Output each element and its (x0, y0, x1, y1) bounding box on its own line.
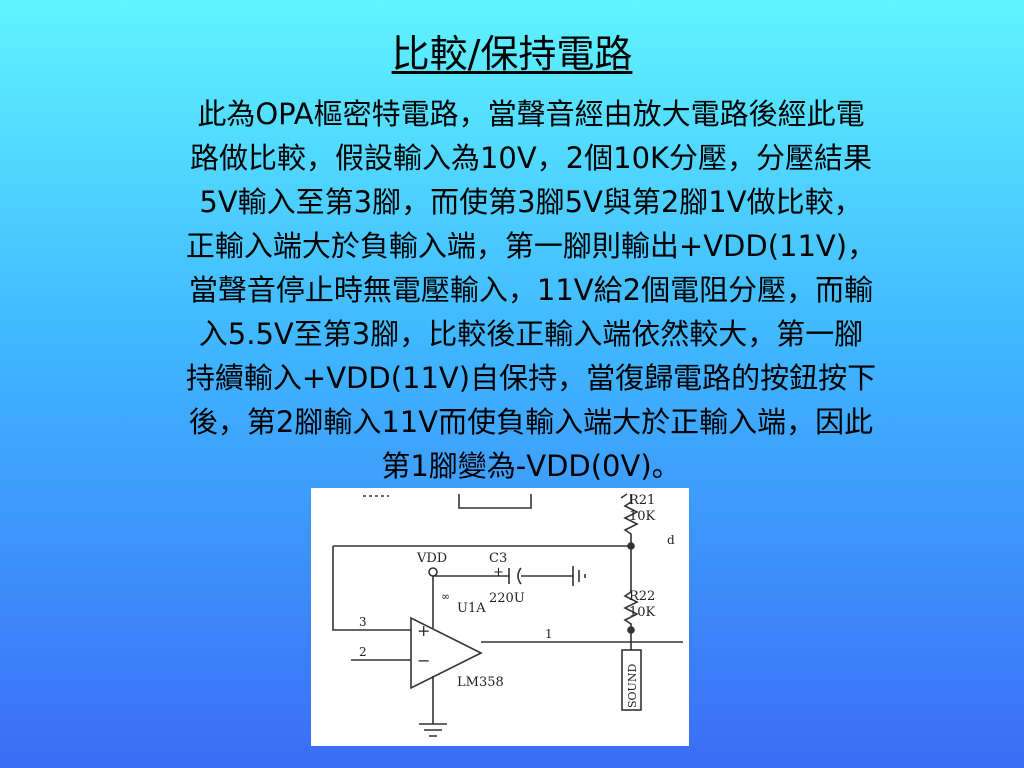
slide-title: 比較/保持電路 (391, 32, 633, 76)
r21-resistor (623, 494, 639, 546)
body-line: 入5.5V至第3腳，比較後正輸入端依然較大，第一腳 (198, 317, 864, 351)
body-line: 當聲音停止時無電壓輸入，11V給2個電阻分壓，而輸 (188, 273, 874, 307)
cap-plate-2 (517, 567, 522, 585)
sound-connector (621, 649, 642, 711)
cap-plus: + (493, 565, 504, 580)
vdd-terminal (428, 567, 438, 577)
top-box-fragment (458, 494, 532, 509)
r22-resistor (623, 546, 639, 630)
circuit-schematic: R21 10K R22 10K VDD C3 + 220U ∞ U1A LM35… (332, 493, 683, 737)
r21-name: R21 (629, 493, 655, 508)
cap-ground (572, 566, 586, 586)
side-mark: d (667, 533, 675, 547)
cap-value: 220U (489, 591, 525, 606)
plus-sign: + (417, 621, 430, 640)
pin2-label: 2 (359, 645, 367, 659)
body-line: 正輸入端大於負輸入端，第一腳則輸出+VDD(11V)， (185, 229, 877, 263)
body-line: 後，第2腳輸入11V而使負輸入端大於正輸入端，因此 (188, 405, 874, 439)
body-line: 5V輸入至第3腳，而使第3腳5V與第2腳1V做比較， (199, 185, 863, 219)
pin1-label: 1 (545, 627, 553, 641)
inf-mark: ∞ (441, 590, 450, 603)
body-line: 路做比較，假設輸入為10V，2個10K分壓，分壓結果 (189, 141, 873, 175)
circuit-diagram-image: R21 10K R22 10K VDD C3 + 220U ∞ U1A LM35… (311, 488, 689, 746)
body-line: 第1腳變為-VDD(0V)。 (381, 449, 681, 483)
r22-name: R22 (629, 589, 655, 604)
r21-mark (620, 493, 628, 499)
cap-name: C3 (489, 551, 507, 566)
opamp-triangle (410, 616, 483, 690)
pin3-label: 3 (359, 615, 367, 629)
r22-value: 10K (629, 605, 656, 620)
slide-body-text: 此為OPA樞密特電路，當聲音經由放大電路後經此電 路做比較，假設輸入為10V，2… (96, 92, 966, 488)
opamp-part: LM358 (457, 675, 504, 690)
vdd-label: VDD (416, 551, 447, 566)
sound-label: SOUND (626, 664, 639, 708)
body-line: 持續輸入+VDD(11V)自保持，當復歸電路的按鈕按下 (185, 361, 877, 395)
opamp-name: U1A (457, 601, 486, 616)
r21-value: 10K (629, 509, 656, 524)
body-line: 此為OPA樞密特電路，當聲音經由放大電路後經此電 (197, 97, 865, 131)
feedback-wire (332, 546, 411, 631)
bottom-ground (419, 723, 447, 737)
minus-sign: − (417, 651, 430, 670)
